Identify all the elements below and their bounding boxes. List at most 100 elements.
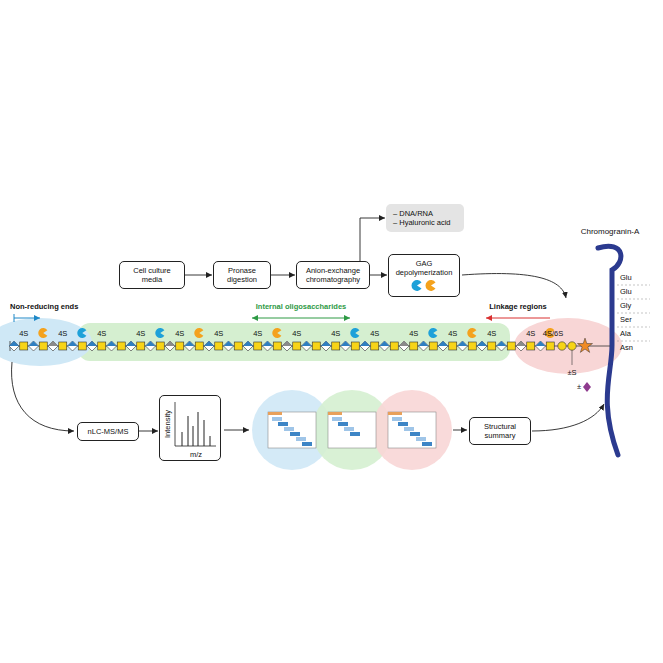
glca-diamond bbox=[438, 341, 448, 351]
glca-diamond-half bbox=[282, 341, 292, 346]
glca-diamond-half bbox=[419, 341, 429, 346]
heatmap-cell bbox=[278, 422, 288, 426]
drawing-part bbox=[193, 426, 194, 446]
galnac-square bbox=[488, 342, 496, 350]
enzyme-icon bbox=[38, 328, 47, 338]
glca-diamond-half bbox=[146, 341, 156, 346]
removed-box: – DNA/RNA– Hyaluronic acid bbox=[386, 204, 464, 232]
process-box: GAG depolymerization bbox=[388, 254, 460, 297]
galnac-square bbox=[156, 342, 164, 350]
sulfation-label: 4S bbox=[409, 330, 418, 338]
drawing-part bbox=[198, 412, 199, 446]
sulfation-label: 4S/6S bbox=[543, 330, 563, 338]
heatmap-cell bbox=[268, 412, 282, 415]
sulfation-label: 4S bbox=[58, 330, 67, 338]
glca-diamond-half bbox=[185, 341, 195, 346]
sulfation-label: 4S bbox=[253, 330, 262, 338]
galnac-square bbox=[293, 342, 301, 350]
drawing-part bbox=[9, 338, 593, 392]
xyl-star bbox=[577, 338, 592, 352]
flow-arrow bbox=[360, 218, 385, 261]
galnac-square bbox=[312, 342, 320, 350]
heatmap-panel bbox=[388, 412, 436, 448]
xyl-ser-bond bbox=[590, 346, 610, 347]
gal-circle bbox=[558, 342, 566, 350]
glca-diamond bbox=[48, 341, 58, 351]
enzyme-icon bbox=[411, 280, 421, 291]
drawing-part bbox=[210, 436, 211, 446]
glca-diamond bbox=[185, 341, 195, 351]
glca-diamond bbox=[399, 341, 409, 351]
galnac-square bbox=[429, 342, 437, 350]
sulfation-label: 4S bbox=[448, 330, 457, 338]
glca-diamond bbox=[263, 341, 273, 351]
glca-diamond-half bbox=[438, 341, 448, 346]
sulfation-label: 4S bbox=[19, 330, 28, 338]
residue-label: Ala bbox=[620, 330, 631, 338]
residue-label: Glu bbox=[620, 288, 632, 296]
section-label: Internal oligosaccharides bbox=[256, 303, 346, 311]
enzyme-icons bbox=[406, 279, 442, 292]
galnac-square bbox=[20, 342, 28, 350]
heatmap-cell bbox=[398, 422, 408, 426]
galnac-square bbox=[39, 342, 47, 350]
galnac-square bbox=[410, 342, 418, 350]
sulfation-label: 4S bbox=[136, 330, 145, 338]
sulfation-label: 4S bbox=[331, 330, 340, 338]
glca-diamond-half bbox=[341, 341, 351, 346]
heatmap-cell bbox=[290, 432, 300, 436]
glca-diamond bbox=[107, 341, 117, 351]
process-box: Structural summary bbox=[469, 417, 531, 445]
galnac-square bbox=[507, 342, 515, 350]
galnac-square bbox=[273, 342, 281, 350]
heatmap-circle bbox=[372, 390, 452, 470]
glca-diamond bbox=[9, 341, 19, 351]
glca-diamond bbox=[282, 341, 292, 351]
node-text: – DNA/RNA bbox=[393, 209, 457, 218]
sulfation-label: 4S bbox=[526, 330, 535, 338]
sulfation-label: ±S bbox=[567, 369, 576, 377]
heatmap-cell bbox=[410, 432, 420, 436]
glca-diamond bbox=[497, 341, 507, 351]
heatmap-cell bbox=[422, 442, 432, 446]
node-text: Cell culture media bbox=[124, 266, 180, 284]
gal-circle bbox=[568, 342, 576, 350]
glca-diamond bbox=[380, 341, 390, 351]
section-arrow bbox=[252, 318, 350, 319]
node-text: Structural summary bbox=[474, 422, 526, 440]
heatmap-cell bbox=[296, 437, 306, 441]
galnac-square bbox=[332, 342, 340, 350]
glca-diamond-half bbox=[68, 341, 78, 346]
section-arrow bbox=[486, 318, 550, 319]
section-label: Linkage regions bbox=[489, 303, 547, 311]
flow-arrow bbox=[224, 430, 249, 431]
flow-curve bbox=[462, 274, 566, 298]
residue-label: Asn bbox=[620, 344, 633, 352]
glca-diamond-half bbox=[380, 341, 390, 346]
glca-diamond bbox=[126, 341, 136, 351]
glca-diamond-half bbox=[107, 341, 117, 346]
galnac-square bbox=[546, 342, 554, 350]
residue-separator bbox=[617, 313, 650, 314]
galnac-square bbox=[98, 342, 106, 350]
sulfation-label: 4S bbox=[175, 330, 184, 338]
sulfation-label: 4S bbox=[292, 330, 301, 338]
enzyme-icon bbox=[272, 328, 281, 338]
flow-arrow bbox=[370, 275, 387, 276]
flow-arrow bbox=[453, 430, 467, 431]
node-text: Pronase digestion bbox=[218, 266, 266, 284]
process-box: nLC-MS/MS bbox=[77, 422, 139, 441]
sulfation-label: 4S bbox=[97, 330, 106, 338]
heatmap-cell bbox=[328, 412, 342, 415]
enzyme-icon bbox=[425, 280, 435, 291]
heatmap-cell bbox=[388, 412, 402, 415]
glca-diamond-half bbox=[263, 341, 273, 346]
drawing-part bbox=[188, 416, 189, 446]
glca-diamond-half bbox=[302, 341, 312, 346]
enzyme-icon bbox=[350, 328, 359, 338]
flow-arrow bbox=[185, 275, 212, 276]
protein-name: Chromogranin-A bbox=[581, 228, 640, 236]
heatmap-cell bbox=[284, 427, 294, 431]
glca-diamond-half bbox=[48, 341, 58, 346]
